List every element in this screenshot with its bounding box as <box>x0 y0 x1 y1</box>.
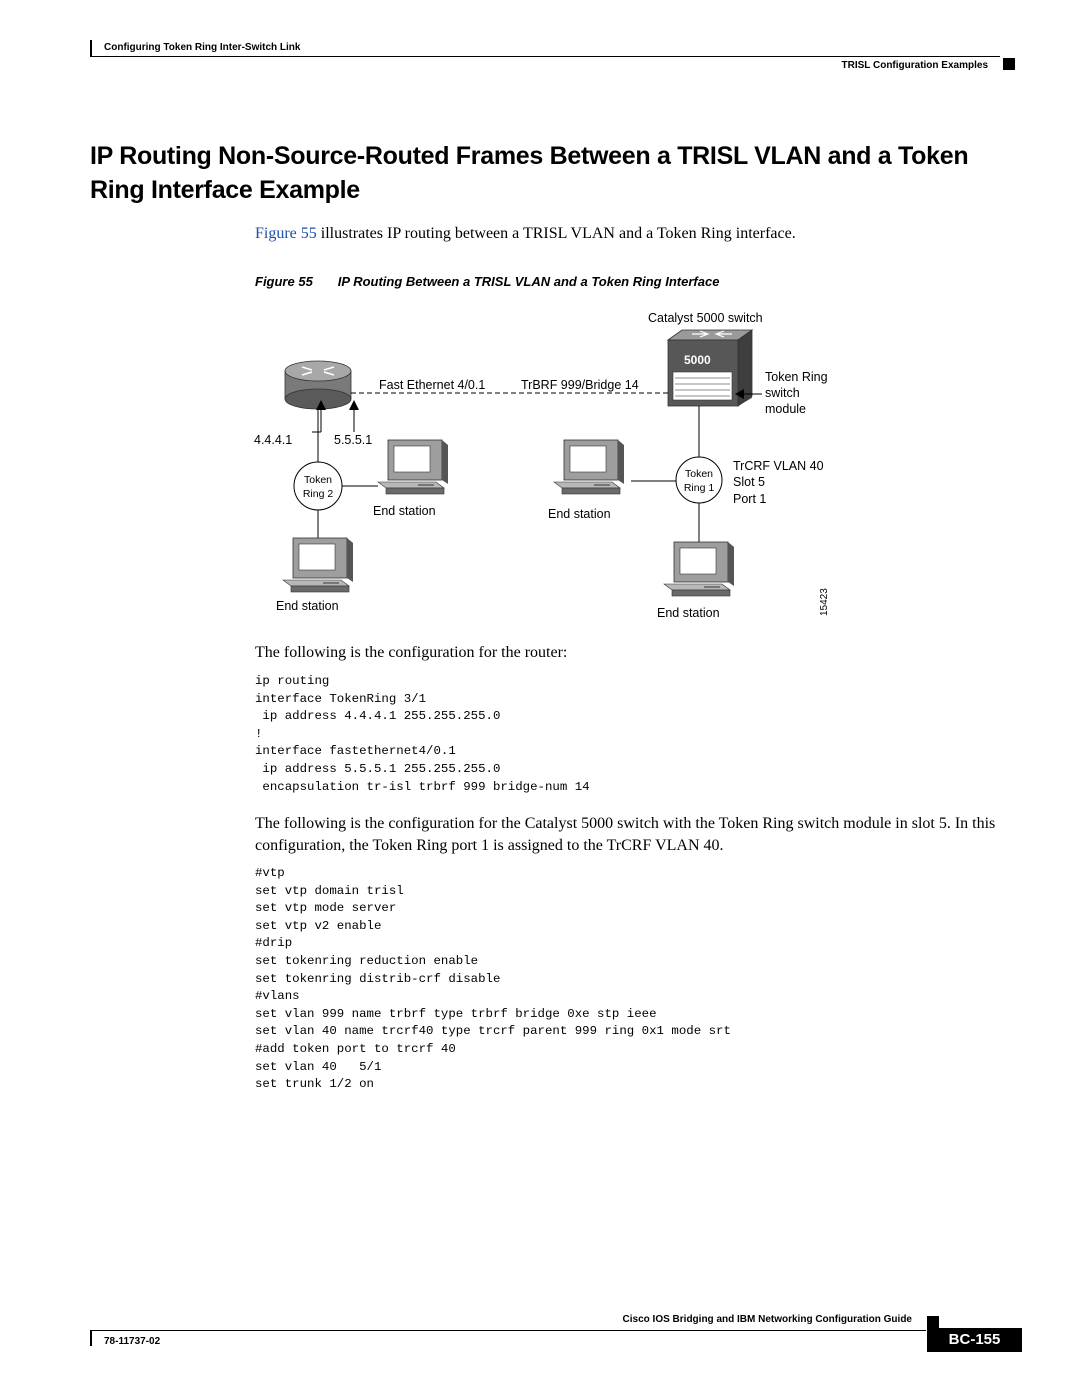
end-station-2-icon <box>553 439 624 495</box>
page-number: BC-155 <box>948 1331 1001 1348</box>
ring1-label-b: Ring 1 <box>684 482 715 494</box>
figure-link[interactable]: Figure 55 <box>255 225 317 242</box>
router-config-code: ip routing interface TokenRing 3/1 ip ad… <box>255 674 590 794</box>
router-intro: The following is the configuration for t… <box>255 644 568 661</box>
ring2-label-b: Ring 2 <box>303 488 334 500</box>
header-left-bar <box>90 40 92 56</box>
footer-guide-title: Cisco IOS Bridging and IBM Networking Co… <box>622 1314 912 1325</box>
token-ring-1 <box>675 456 723 504</box>
switch-intro: The following is the configuration for t… <box>255 815 996 854</box>
figure-number: Figure 55 <box>255 274 313 289</box>
header-square <box>1003 58 1015 70</box>
end-station-4-icon <box>663 541 734 597</box>
figure-caption: Figure 55 IP Routing Between a TRISL VLAN… <box>255 274 719 289</box>
trbrf-label: TrBRF 999/Bridge 14 <box>521 378 639 392</box>
trcrf-label-3: Port 1 <box>733 492 766 506</box>
footer-doc-number: 78-11737-02 <box>104 1336 161 1347</box>
tr-module-label-3: module <box>765 402 806 416</box>
ip-arrows <box>312 400 359 433</box>
footer-rule <box>90 1330 926 1331</box>
figure-id: 15423 <box>819 588 830 616</box>
end-station-2-label: End station <box>548 507 611 521</box>
header-chapter: Configuring Token Ring Inter-Switch Link <box>104 42 301 53</box>
switch-config-code: #vtp set vtp domain trisl set vtp mode s… <box>255 866 731 1092</box>
intro-text: illustrates IP routing between a TRISL V… <box>316 225 796 242</box>
ring1-label-a: Token <box>685 468 713 480</box>
end-station-3-label: End station <box>276 599 339 613</box>
figure-caption-text: IP Routing Between a TRISL VLAN and a To… <box>337 274 720 289</box>
module-pointer-arrow <box>735 389 762 399</box>
page-number-badge: BC-155 <box>927 1328 1022 1352</box>
network-diagram: Catalyst 5000 switch 5000 Token Ring swi… <box>254 311 830 620</box>
ring2-label-a: Token <box>304 474 332 486</box>
tr-module-label-1: Token Ring <box>765 370 828 384</box>
footer-left-bar <box>90 1330 92 1346</box>
header-rule <box>90 56 1000 57</box>
intro-paragraph: Figure 55 illustrates IP routing between… <box>255 223 1015 245</box>
end-station-3-icon <box>282 537 353 593</box>
tr-module-label-2: switch <box>765 386 800 400</box>
end-station-1-label: End station <box>373 504 436 518</box>
footer-square <box>927 1316 939 1328</box>
end-station-1-icon <box>377 439 448 495</box>
end-station-4-label: End station <box>657 606 720 620</box>
catalyst-switch-icon <box>666 329 754 407</box>
token-ring-2 <box>293 461 343 511</box>
header-section: TRISL Configuration Examples <box>841 60 989 71</box>
trcrf-label-1: TrCRF VLAN 40 <box>733 459 824 473</box>
catalyst-label: Catalyst 5000 switch <box>648 311 763 325</box>
ip-left-label: 4.4.4.1 <box>254 433 292 447</box>
trcrf-label-2: Slot 5 <box>733 475 765 489</box>
page-title: IP Routing Non-Source-Routed Frames Betw… <box>90 142 969 204</box>
fast-ethernet-label: Fast Ethernet 4/0.1 <box>379 378 485 392</box>
switch-badge: 5000 <box>684 353 711 367</box>
router-icon <box>284 360 352 410</box>
ip-right-label: 5.5.5.1 <box>334 433 372 447</box>
